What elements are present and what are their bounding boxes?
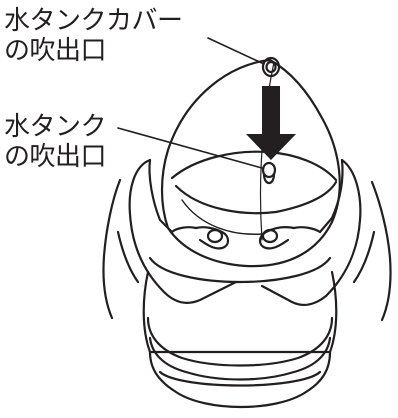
label-cover-outlet: 水タンクカバー の吹出口 <box>4 6 183 66</box>
water-tank <box>170 150 338 235</box>
tank-outlet-hole <box>261 161 277 185</box>
base-unit <box>142 270 338 409</box>
label-tank-outlet: 水タンク の吹出口 <box>4 112 107 172</box>
label-cover-outlet-line2: の吹出口 <box>4 36 107 66</box>
left-hand <box>102 158 238 320</box>
down-arrow <box>246 86 296 160</box>
right-hand <box>258 158 392 322</box>
label-tank-outlet-line2: の吹出口 <box>4 142 107 172</box>
leader-line-cover <box>207 37 265 65</box>
label-cover-outlet-line1: 水タンクカバー <box>4 6 183 36</box>
leader-line-tank <box>117 127 263 169</box>
label-tank-outlet-line1: 水タンク <box>4 112 107 142</box>
cover-outlet-hole <box>261 56 281 78</box>
base-rim <box>148 256 332 283</box>
